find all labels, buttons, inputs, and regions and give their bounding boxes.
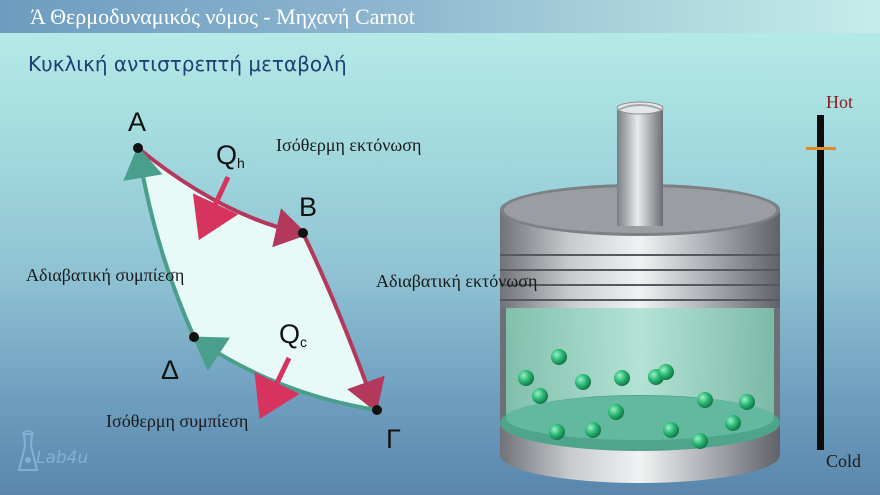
lab4u-logo-icon xyxy=(17,430,39,471)
adiabatic-expansion-curve xyxy=(301,232,385,413)
logo-text: Lab4u xyxy=(36,448,89,468)
thermometer-hot-label: Hot xyxy=(826,92,853,112)
heat-in-arrow xyxy=(192,175,239,241)
state-point-d xyxy=(189,332,199,342)
state-point-b xyxy=(298,228,308,238)
piston-cylinder xyxy=(500,101,780,483)
label-adiabatic-compression: Αδιαβατική συμπίεση xyxy=(26,265,185,285)
thermometer-bar xyxy=(817,115,824,450)
thermometer-cold-label: Cold xyxy=(826,451,862,471)
heat-out-label: Qc xyxy=(279,319,307,350)
label-isothermal-compression: Ισόθερμη συμπίεση xyxy=(106,411,249,431)
state-point-c xyxy=(372,405,382,415)
adiabatic-compression-curve xyxy=(123,146,196,338)
page-title: Ά Θερμοδυναμικός νόμος - Μηχανή Carnot xyxy=(30,4,415,29)
point-label-c: Γ xyxy=(386,424,401,454)
page-subtitle: Κυκλική αντιστρεπτή μεταβολή xyxy=(28,52,347,76)
title-bar xyxy=(0,0,880,33)
point-label-b: B xyxy=(299,192,317,222)
label-adiabatic-expansion: Αδιαβατική εκτόνωση xyxy=(376,271,538,291)
point-label-d: Δ xyxy=(161,355,179,385)
point-label-a: A xyxy=(128,107,146,137)
state-point-a xyxy=(133,143,143,153)
label-isothermal-expansion: Ισόθερμη εκτόνωση xyxy=(276,135,422,155)
gas-molecules xyxy=(518,349,755,449)
heat-out-arrow xyxy=(254,356,300,420)
heat-in-label: Qh xyxy=(216,140,245,171)
